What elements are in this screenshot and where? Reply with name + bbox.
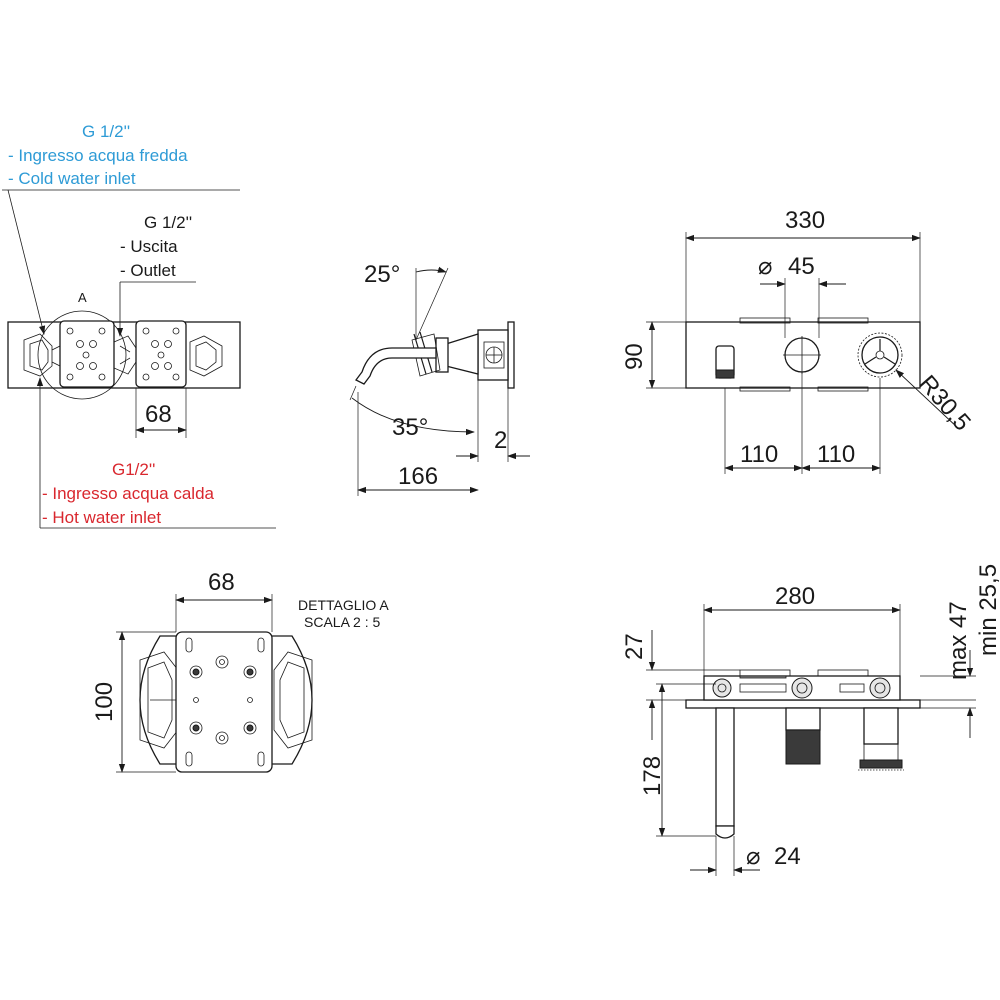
outlet-label-it: - Uscita <box>120 237 178 256</box>
cold-label-it: - Ingresso acqua fredda <box>8 146 188 165</box>
plate-dim-330: 330 <box>785 207 825 234</box>
hot-water-callout: G1/2'' - Ingresso acqua calda - Hot wate… <box>36 377 276 529</box>
hot-label-en: - Hot water inlet <box>42 508 161 527</box>
detail-title: DETTAGLIO A <box>298 597 389 613</box>
detail-circle <box>37 310 127 400</box>
detail-dim-100: 100 <box>91 682 118 722</box>
side-dim-166: 166 <box>398 463 438 490</box>
hot-label-it: - Ingresso acqua calda <box>42 484 215 503</box>
detail-plate-holes <box>185 637 265 767</box>
top-dim-27: 27 <box>621 633 648 660</box>
detail-right-handle <box>273 651 313 749</box>
detail-dim-68: 68 <box>208 569 235 596</box>
top-dim-178: 178 <box>639 756 666 796</box>
top-dim-max-47: max 47 <box>945 601 972 680</box>
plate-dim-90: 90 <box>621 343 648 370</box>
side-dim-2: 2 <box>494 427 507 454</box>
top-dim-min-25-5: min 25,5 <box>975 564 1000 656</box>
top-view: 280 27 max 47 min 25,5 178 ⌀ 24 <box>621 564 1000 876</box>
cold-label-en: - Cold water inlet <box>8 169 136 188</box>
top-dia-symbol: ⌀ <box>746 843 760 870</box>
plate-dia-symbol: ⌀ <box>758 253 772 280</box>
plate-dim-45: 45 <box>788 253 815 280</box>
spout-pipe <box>715 707 735 827</box>
top-dim-24: 24 <box>774 843 801 870</box>
plate-dim-110-left: 110 <box>740 441 778 468</box>
knurled-handle <box>857 332 903 378</box>
cold-water-callout: G 1/2'' - Ingresso acqua fredda - Cold w… <box>2 122 240 335</box>
front-plate-holes <box>66 327 106 381</box>
plate-dim-110-right: 110 <box>817 441 855 468</box>
detail-scale: SCALA 2 : 5 <box>304 614 380 630</box>
front-dim-68: 68 <box>145 401 172 428</box>
plate-view: 330 ⌀ 45 90 110 110 R30,5 <box>621 207 976 474</box>
front-view: A 68 <box>7 290 241 438</box>
front-right-plate-holes <box>142 327 180 381</box>
side-view: 25° 35° 2 166 <box>349 261 530 496</box>
side-angle-25: 25° <box>364 261 400 288</box>
cold-thread: G 1/2'' <box>82 122 130 141</box>
detail-marker: A <box>78 290 87 305</box>
outlet-label-en: - Outlet <box>120 261 176 280</box>
plate-dim-r30-5: R30,5 <box>913 370 975 436</box>
side-angle-35: 35° <box>392 414 428 441</box>
front-right-handle <box>189 335 223 377</box>
outlet-thread: G 1/2'' <box>144 213 192 232</box>
detail-mount-plate <box>175 631 273 773</box>
hot-thread: G1/2'' <box>112 460 155 479</box>
detail-view: 68 100 DETTAGLIO A SCALA 2 : 5 <box>91 569 389 773</box>
top-dim-280: 280 <box>775 583 815 610</box>
outlet-callout: G 1/2'' - Uscita - Outlet <box>116 213 196 337</box>
